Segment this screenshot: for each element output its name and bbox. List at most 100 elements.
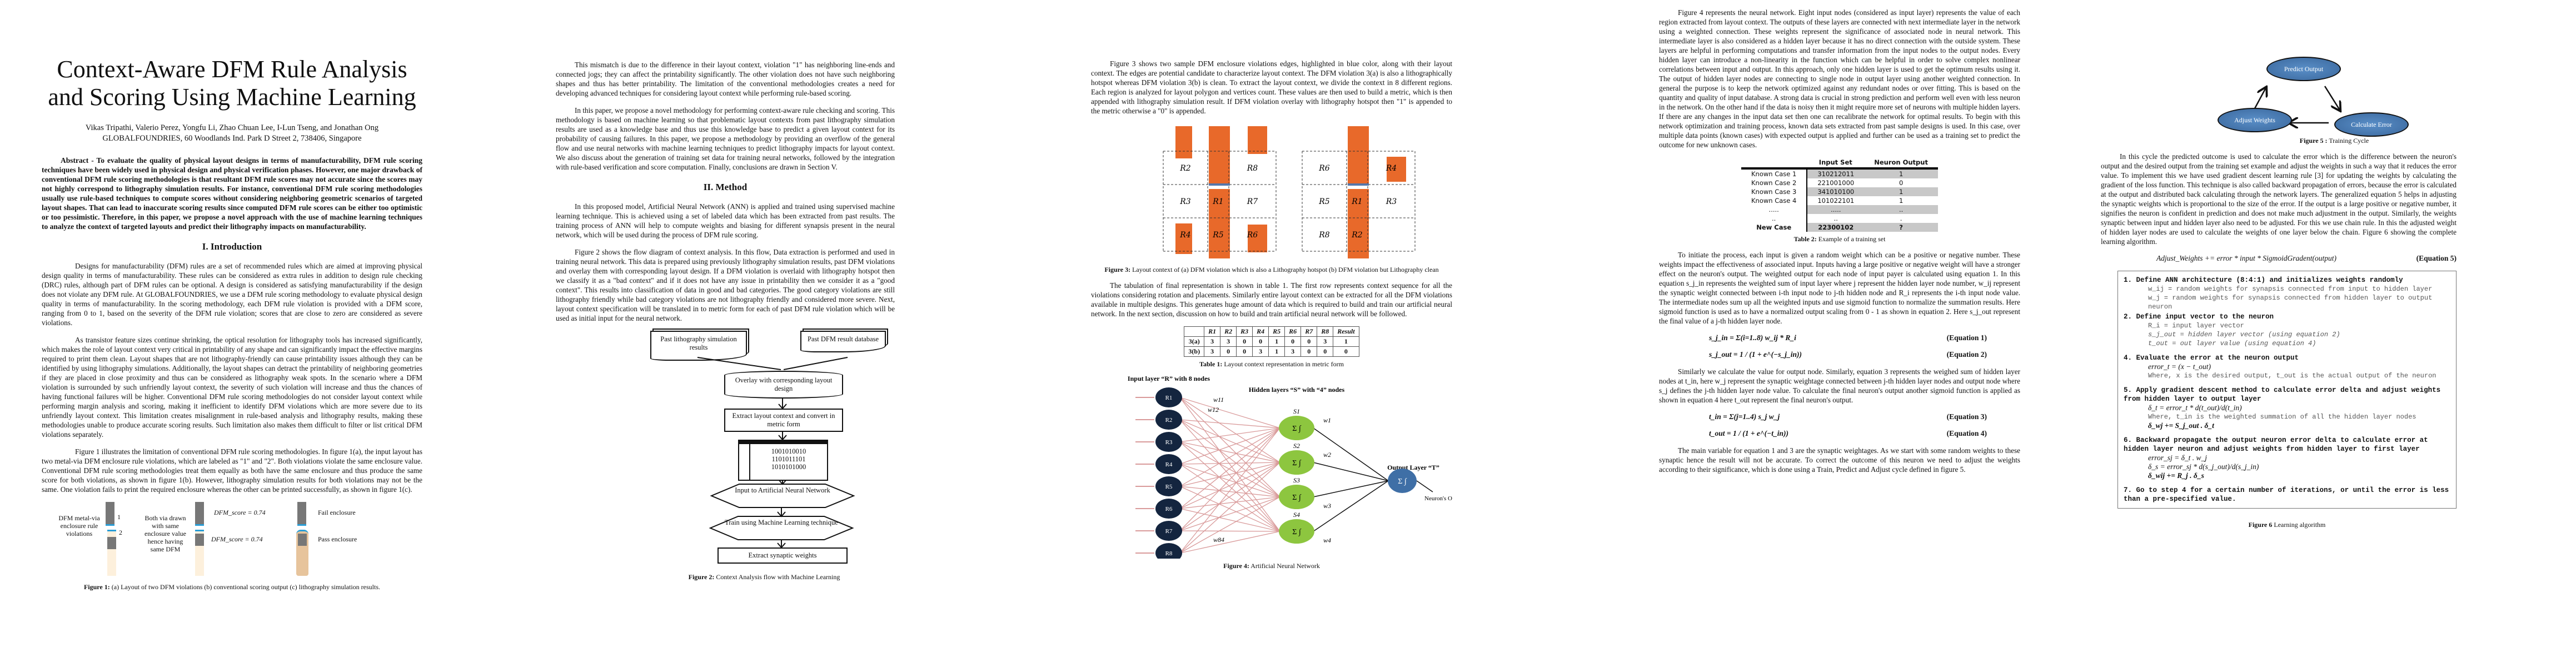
caption-text: Layout context of (a) DFM violation whic… (1130, 266, 1439, 273)
paragraph: Similarly we calculate the value for out… (1659, 367, 2020, 404)
doc-lithography-results: Past lithography simulation results (650, 331, 747, 361)
table-cell: 3 (1204, 336, 1221, 347)
region-label: R2 (1351, 231, 1363, 240)
equation-body: t_out = 1 / (1 + e^(−t_in)) (1709, 429, 1789, 437)
algorithm-formula: error_t = (x − t_out) (2148, 362, 2211, 371)
hidden-node (1279, 416, 1314, 440)
input-node-label: R3 (1165, 439, 1173, 446)
violation-number: 1 (117, 513, 121, 521)
equation-2: s_j_out = 1 / (1 + e^(−s_j_in))(Equation… (1659, 350, 2020, 359)
region-label: R1 (1351, 197, 1362, 206)
paragraph: Figure 3 shows two sample DFM enclosure … (1091, 59, 1452, 115)
figure-3-caption: Figure 3: Layout context of (a) DFM viol… (1091, 266, 1452, 274)
weight-label: w12 (1208, 406, 1219, 414)
cycle-node-predict: Predict Output (2266, 57, 2341, 81)
synapse-edge (1179, 486, 1280, 497)
table-1-caption: Table 1: Layout context representation i… (1091, 360, 1452, 369)
flow-step-overlay: Overlay with corresponding layout design (724, 371, 843, 399)
table-cell: 1 (1333, 336, 1359, 347)
paragraph: Figure 2 shows the flow diagram of conte… (556, 248, 895, 322)
doc-dfm-database: Past DFM result database (800, 331, 886, 352)
table-cell: 3 (1220, 336, 1237, 347)
equation-1: s_j_in = Σ(i=1..8) w_ij * R_i(Equation 1… (1659, 334, 2020, 342)
algorithm-formula: δ_s = error_sj * d(s_j_out)/d(s_j_in) (2148, 462, 2259, 471)
table-cell: 3 (1284, 346, 1302, 357)
table-cell: 3(a) (1184, 336, 1205, 347)
page-5-column: Predict Output Calculate Error Adjust We… (2056, 50, 2457, 536)
table-header: R2 (1220, 326, 1237, 337)
input-node-label: R2 (1165, 417, 1173, 424)
cycle-node-adjust: Adjust Weights (2218, 108, 2292, 132)
caption-label: Table 2: (1793, 235, 1817, 243)
table-cell: 22300102 (1807, 223, 1865, 232)
paragraph: Figure 4 represents the neural network. … (1659, 8, 2020, 149)
page-2-column: This mismatch is due to the difference i… (556, 60, 895, 588)
region-label: R4 (1386, 164, 1397, 173)
table-cell: ..... (1741, 205, 1808, 214)
synapse-edge (1179, 441, 1280, 463)
paragraph: This mismatch is due to the difference i… (556, 61, 895, 97)
figure-5-caption: Figure 5 : Training Cycle (2056, 137, 2457, 145)
table-row: ............ (1741, 205, 1938, 214)
region-label: R4 (1179, 231, 1190, 240)
caption-text: Example of a training set (1816, 235, 1886, 243)
figure-1-label-b: Both via drawn with same enclosure value… (145, 514, 186, 553)
hidden-layer-label: Hidden layers “S” with “4” nodes (1249, 386, 1345, 394)
paragraph: Designs for manufacturability (DFM) rule… (42, 262, 422, 327)
equation-body: s_j_in = Σ(i=1..8) w_ij * R_i (1709, 334, 1796, 342)
table-cell: 0 (1284, 336, 1302, 347)
algorithm-detail: Where, x is the desired output, t_out is… (2148, 372, 2437, 380)
input-node-label: R8 (1165, 550, 1173, 557)
litho-shape-2 (296, 530, 308, 576)
output-weight-label: w1 (1323, 416, 1331, 424)
synapse-edge (1179, 397, 1280, 429)
equation-body: s_j_out = 1 / (1 + e^(−s_j_in)) (1709, 350, 1802, 359)
figure-1-caption: Figure 1: (a) Layout of two DFM violatio… (42, 583, 422, 591)
table-cell: 0 (1252, 336, 1269, 347)
paragraph: To initiate the process, each input is g… (1659, 251, 2020, 325)
bit-row: 1001010010 (771, 447, 806, 455)
metal-shape (1248, 225, 1267, 252)
table-header (1741, 157, 1807, 170)
equation-label: (Equation 3) (1946, 412, 1987, 421)
output-edge (1313, 480, 1389, 532)
equation-5: Adjust_Weights += error * input * Sigmoi… (2101, 254, 2457, 263)
output-edge (1313, 480, 1389, 497)
synapse-edge (1179, 462, 1280, 465)
input-node (1155, 521, 1182, 541)
pass-label: Pass enclosure (318, 535, 357, 543)
algorithm-detail: s_j_out = hidden layer vector (using equ… (2148, 331, 2340, 339)
table-header: Input Set (1807, 157, 1865, 170)
table-cell: .. (1833, 215, 1838, 222)
algorithm-formula: δ_wj += S_j_out . δ_t (2148, 421, 2214, 430)
algorithm-step: 4. Evaluate the error at the neuron outp… (2124, 354, 2299, 362)
paragraph: Figure 1 illustrates the limitation of c… (42, 447, 422, 494)
sigma-icon: Σ ∫ (1398, 477, 1407, 486)
synapse-edge (1179, 496, 1280, 531)
table-cell: 0 (1236, 346, 1253, 357)
output-node (1388, 469, 1417, 493)
caption-label: Figure 2: (688, 573, 715, 581)
input-node-label: R6 (1165, 506, 1173, 512)
table-cell: 0 (1301, 336, 1318, 347)
cycle-arrows (2254, 50, 2457, 133)
table-cell: 0 (1301, 346, 1318, 357)
hidden-node-label: S3 (1293, 476, 1300, 484)
input-node-label: R7 (1165, 528, 1173, 535)
algorithm-formula: δ_t = error_t * d(t_out)/d(t_in) (2148, 404, 2242, 412)
input-node (1155, 543, 1182, 563)
synapse-edge (1179, 464, 1280, 532)
synapse-edge (1179, 427, 1280, 487)
table-header (1184, 326, 1205, 337)
fail-label: Fail enclosure (318, 509, 356, 516)
bit-row: 1010101000 (771, 463, 806, 471)
flow-step-extract-weights: Extract synaptic weights (718, 547, 848, 564)
hidden-node (1279, 450, 1314, 475)
region-label: R2 (1179, 164, 1191, 173)
output-edge (1313, 462, 1389, 481)
